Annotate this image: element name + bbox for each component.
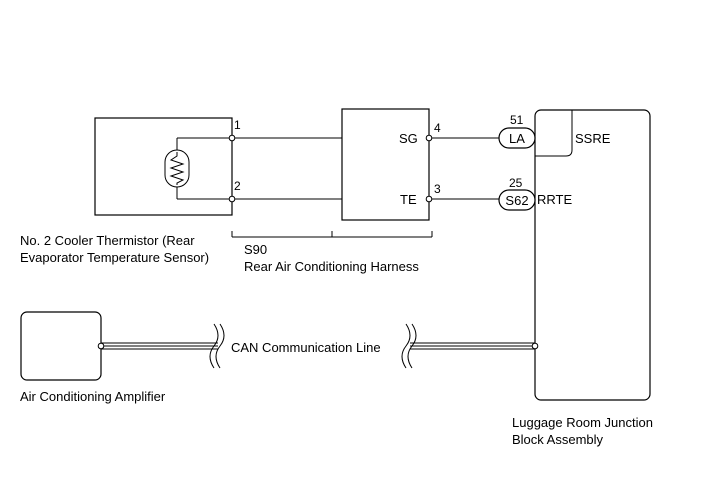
harness-pin-4-label: 4 bbox=[434, 121, 441, 135]
junction-pin-51-label: 51 bbox=[510, 113, 524, 127]
harness-terminal-te: TE bbox=[400, 192, 417, 207]
thermistor-pin-1-label: 1 bbox=[234, 118, 241, 132]
junction-terminal-ssre: SSRE bbox=[575, 131, 611, 146]
junction-label-line1: Luggage Room Junction bbox=[512, 415, 653, 430]
junction-block-box bbox=[534, 109, 651, 401]
junction-inner-connector bbox=[535, 110, 573, 157]
thermistor-box bbox=[94, 117, 233, 216]
junction-can-dot bbox=[531, 342, 539, 350]
junction-block-component: 51 LA SSRE 25 S62 RRTE Luggage Room Junc… bbox=[498, 109, 653, 447]
thermistor-component: 1 2 No. 2 Cooler Thermistor (Rear Evapor… bbox=[20, 117, 241, 265]
connector-s62-badge bbox=[498, 189, 536, 211]
harness-box bbox=[341, 108, 430, 221]
connector-la-label: LA bbox=[509, 131, 525, 146]
harness-code: S90 bbox=[244, 242, 267, 257]
amplifier-box bbox=[20, 311, 102, 381]
thermistor-pin-1-dot bbox=[228, 134, 236, 142]
junction-label-line2: Block Assembly bbox=[512, 432, 604, 447]
amplifier-component: Air Conditioning Amplifier bbox=[20, 311, 166, 404]
can-line bbox=[97, 323, 539, 369]
harness-name: Rear Air Conditioning Harness bbox=[244, 259, 419, 274]
thermistor-pin-2-label: 2 bbox=[234, 179, 241, 193]
can-line-label: CAN Communication Line bbox=[231, 340, 381, 355]
harness-terminal-sg: SG bbox=[399, 131, 418, 146]
junction-terminal-rrte: RRTE bbox=[537, 192, 572, 207]
thermistor-pin-2-dot bbox=[228, 195, 236, 203]
harness-component: SG TE 4 3 bbox=[341, 108, 441, 221]
thermistor-label-line1: No. 2 Cooler Thermistor (Rear bbox=[20, 233, 195, 248]
amplifier-can-dot bbox=[97, 342, 105, 350]
junction-pin-25-label: 25 bbox=[509, 176, 523, 190]
thermistor-label-line2: Evaporator Temperature Sensor) bbox=[20, 250, 209, 265]
harness-pin-3-dot bbox=[425, 195, 433, 203]
connector-la-badge bbox=[498, 127, 536, 149]
connector-s62-label: S62 bbox=[505, 193, 528, 208]
harness-pin-3-label: 3 bbox=[434, 182, 441, 196]
thermistor-icon bbox=[164, 137, 232, 200]
harness-pin-4-dot bbox=[425, 134, 433, 142]
amplifier-label: Air Conditioning Amplifier bbox=[20, 389, 166, 404]
harness-bracket bbox=[231, 231, 433, 238]
